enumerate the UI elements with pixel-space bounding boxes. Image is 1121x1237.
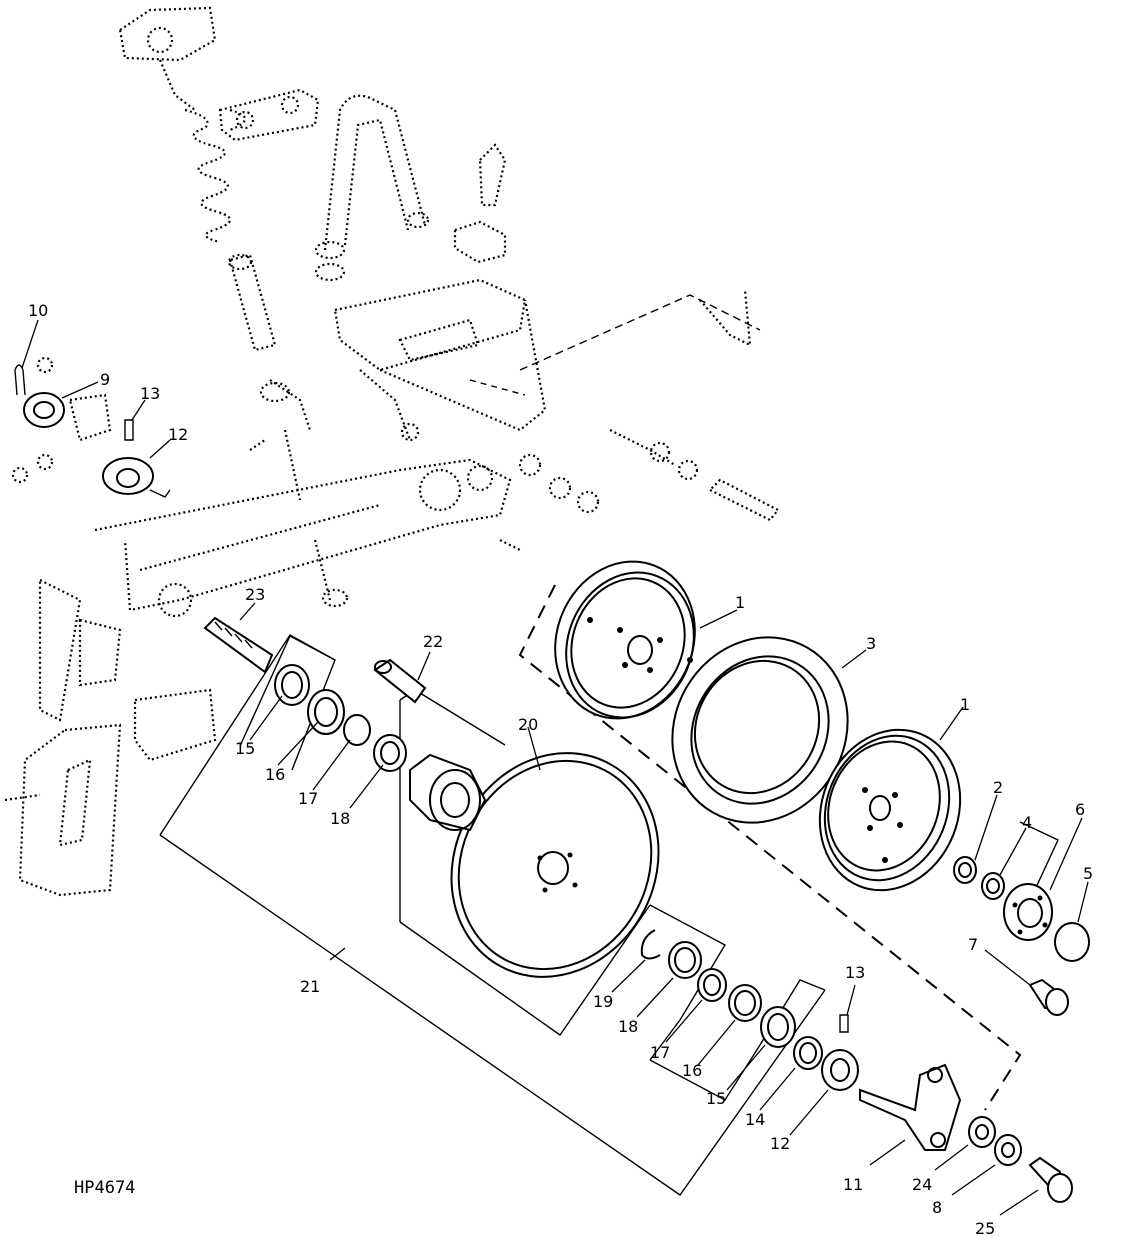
background-linkage (4, 6, 780, 897)
callout-14: 14 (745, 1110, 765, 1129)
callout-11: 11 (843, 1175, 863, 1194)
callout-17b: 17 (650, 1043, 670, 1062)
callout-3: 3 (866, 634, 876, 653)
callout-23: 23 (245, 585, 265, 604)
callout-5: 5 (1083, 864, 1093, 883)
callout-25: 25 (975, 1219, 995, 1237)
callout-20: 20 (518, 715, 538, 734)
callout-19: 19 (593, 992, 613, 1011)
callout-8: 8 (932, 1198, 942, 1217)
callout-7: 7 (968, 935, 978, 954)
callout-22: 22 (423, 632, 443, 651)
callout-13: 13 (140, 384, 160, 403)
callout-18: 18 (330, 809, 350, 828)
callout-labels: 10 9 13 12 23 15 16 17 18 22 20 1 3 1 2 … (28, 301, 1093, 1237)
callout-15b: 15 (706, 1089, 726, 1108)
group-brackets (159, 584, 1059, 1196)
callout-17: 17 (298, 789, 318, 808)
callout-16b: 16 (682, 1061, 702, 1080)
callout-12: 12 (168, 425, 188, 444)
callout-13b: 13 (845, 963, 865, 982)
drawing-code: HP4674 (74, 1178, 135, 1198)
callout-9: 9 (100, 370, 110, 389)
callout-12b: 12 (770, 1134, 790, 1153)
callout-16: 16 (265, 765, 285, 784)
callout-4: 4 (1022, 813, 1032, 832)
callout-21: 21 (300, 977, 320, 996)
callout-18b: 18 (618, 1017, 638, 1036)
callout-15: 15 (235, 739, 255, 758)
leader-lines (21, 319, 1089, 1216)
callout-2: 2 (993, 778, 1003, 797)
callout-10: 10 (28, 301, 48, 320)
callout-24: 24 (912, 1175, 932, 1194)
callout-1-upper: 1 (735, 593, 745, 612)
hub-and-wheel-parts (14, 364, 1090, 1203)
callout-6: 6 (1075, 800, 1085, 819)
callout-1-lower: 1 (960, 695, 970, 714)
